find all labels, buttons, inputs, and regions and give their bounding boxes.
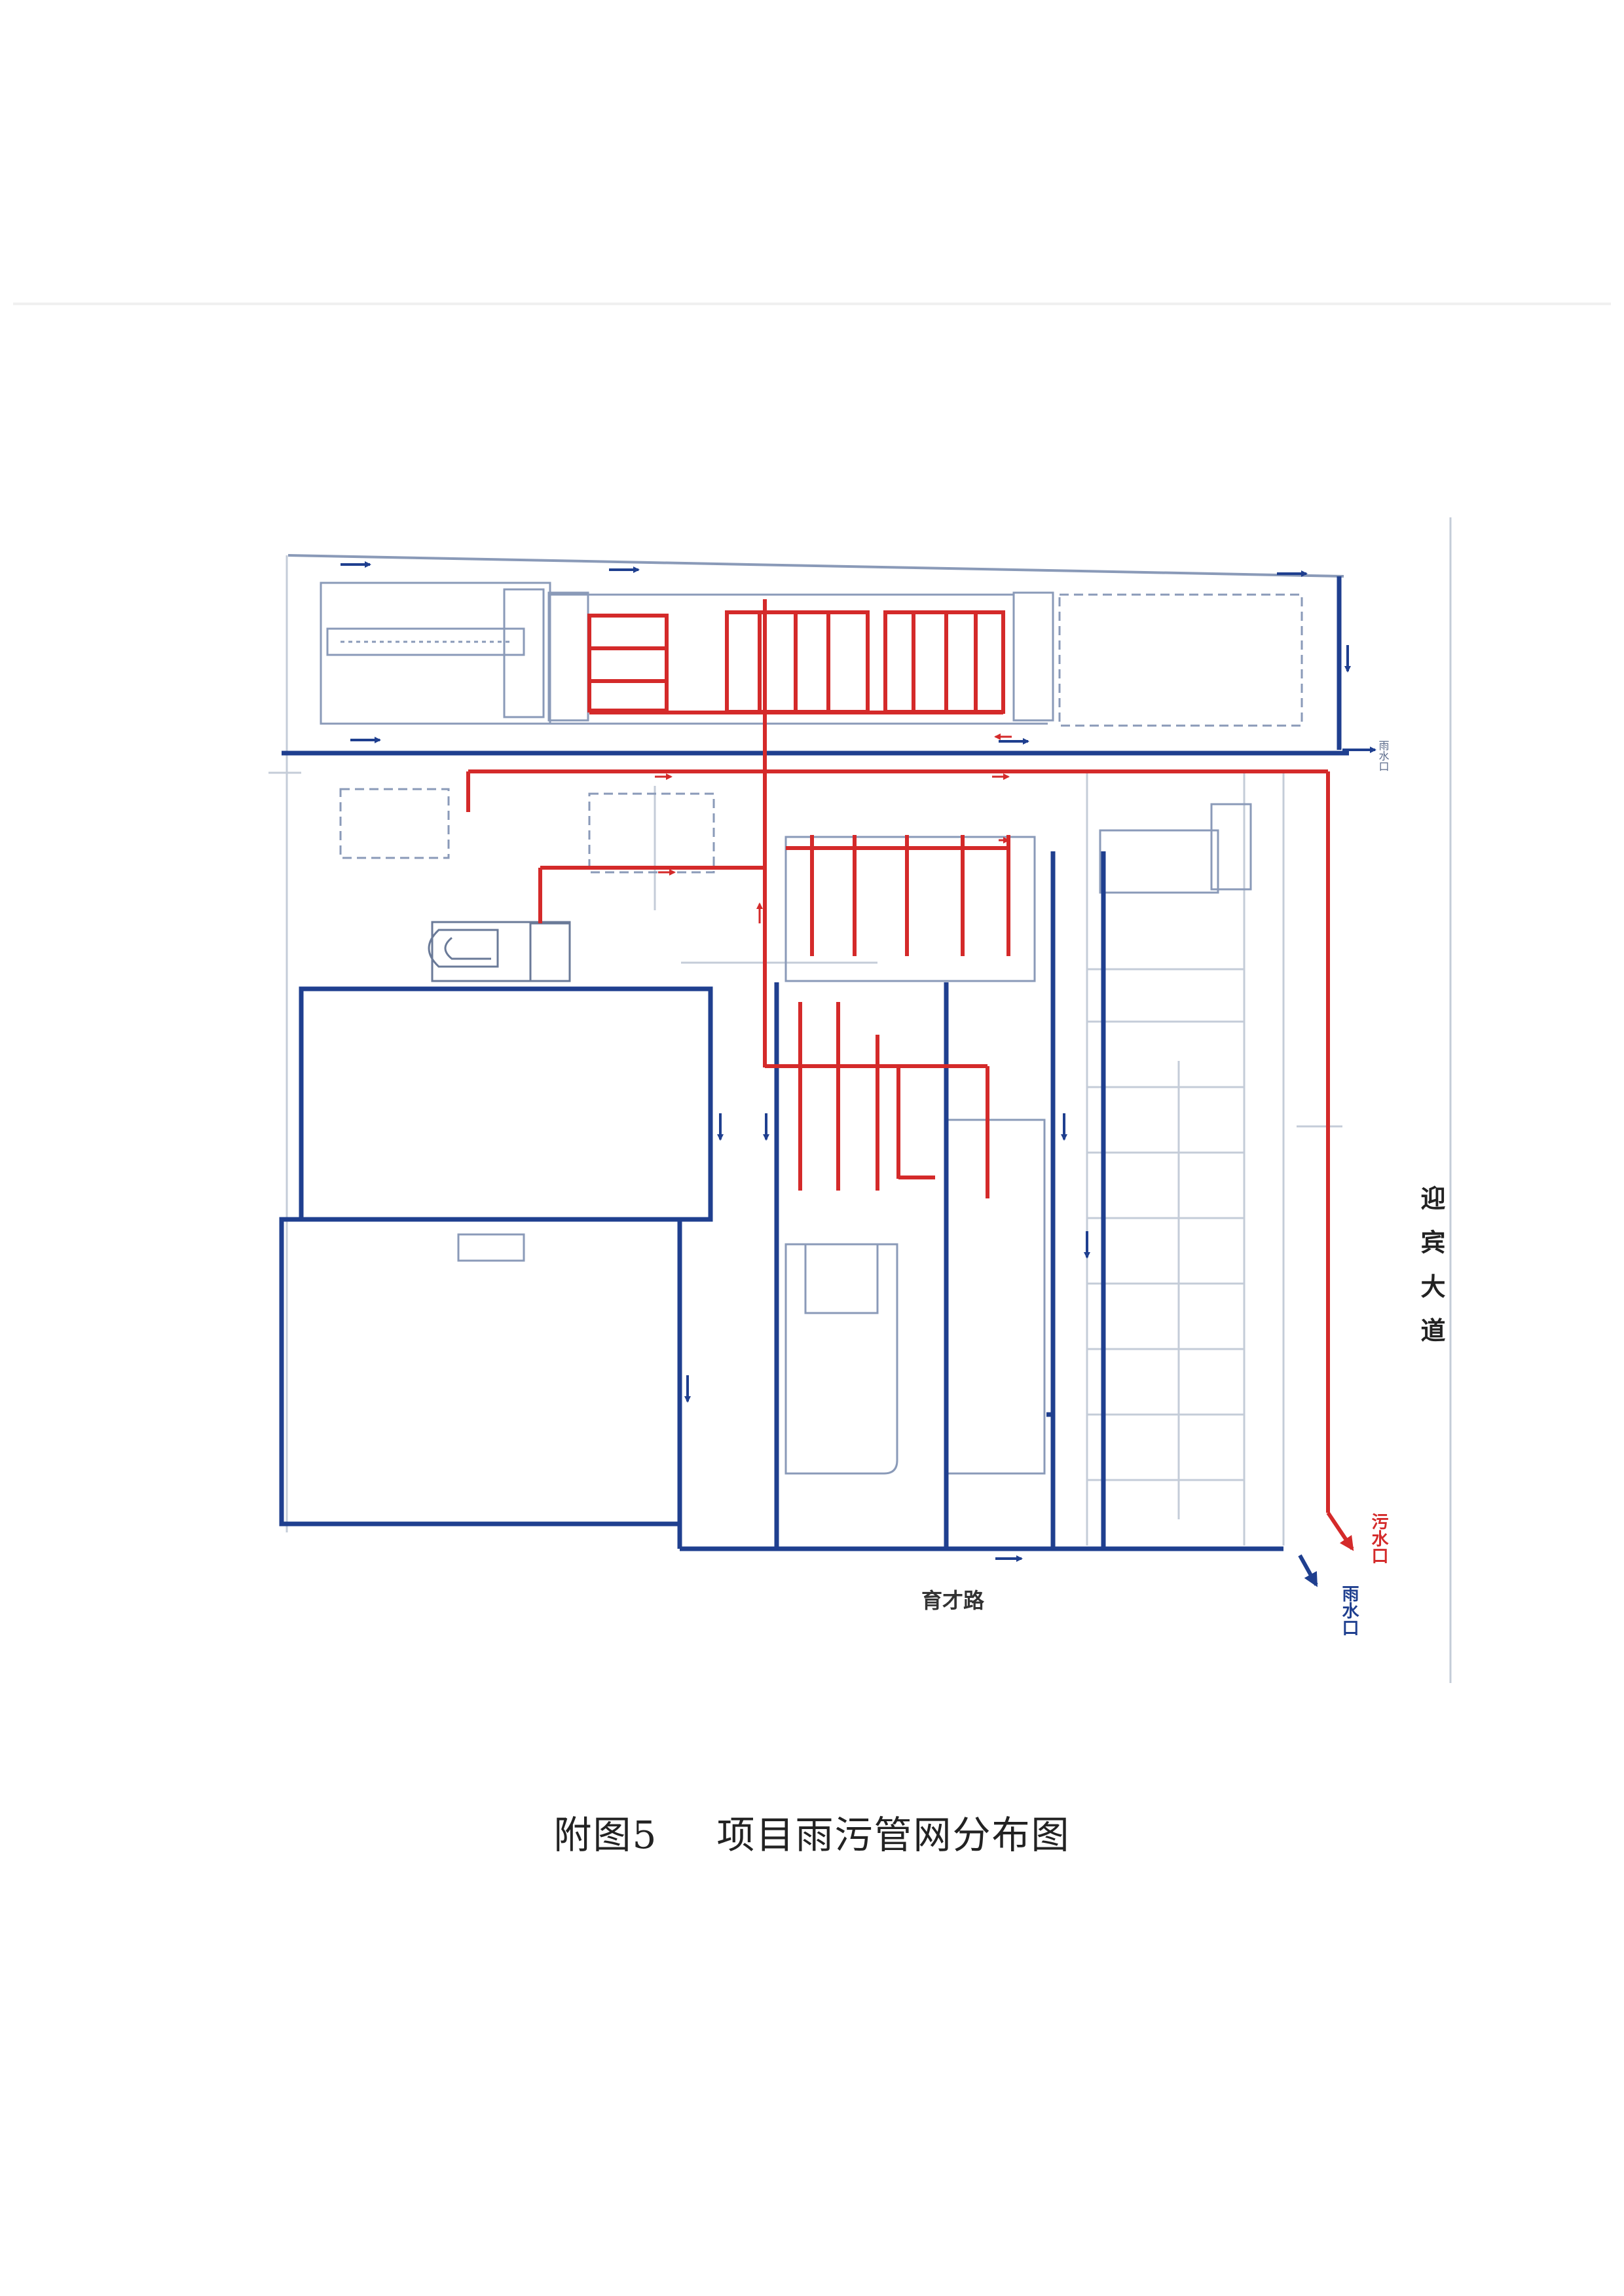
sewage-pipe-network [466,599,1354,1551]
site-background-lines [268,517,1452,1683]
north-buildings [320,582,1303,1475]
rain-pipe-network [279,554,1376,1587]
rain-outlet-label: 雨水口 [1339,1585,1359,1636]
figure-caption: 附图5 项目雨污管网分布图 [0,1804,1624,1859]
rain-outlet-top-label: 雨水口 [1377,740,1390,771]
figure-number: 附图5 [553,1813,658,1857]
scan-edge-line [13,303,1611,305]
road-label-east: 迎 宾 大 道 [1416,1185,1445,1348]
map-labels: 迎 宾 大 道 育才路 雨水口 污水口 雨水口 [921,740,1445,1636]
sewage-outlet-label: 污水口 [1369,1513,1388,1564]
road-label-south: 育才路 [921,1588,985,1613]
figure-title: 项目雨污管网分布图 [716,1813,1071,1857]
